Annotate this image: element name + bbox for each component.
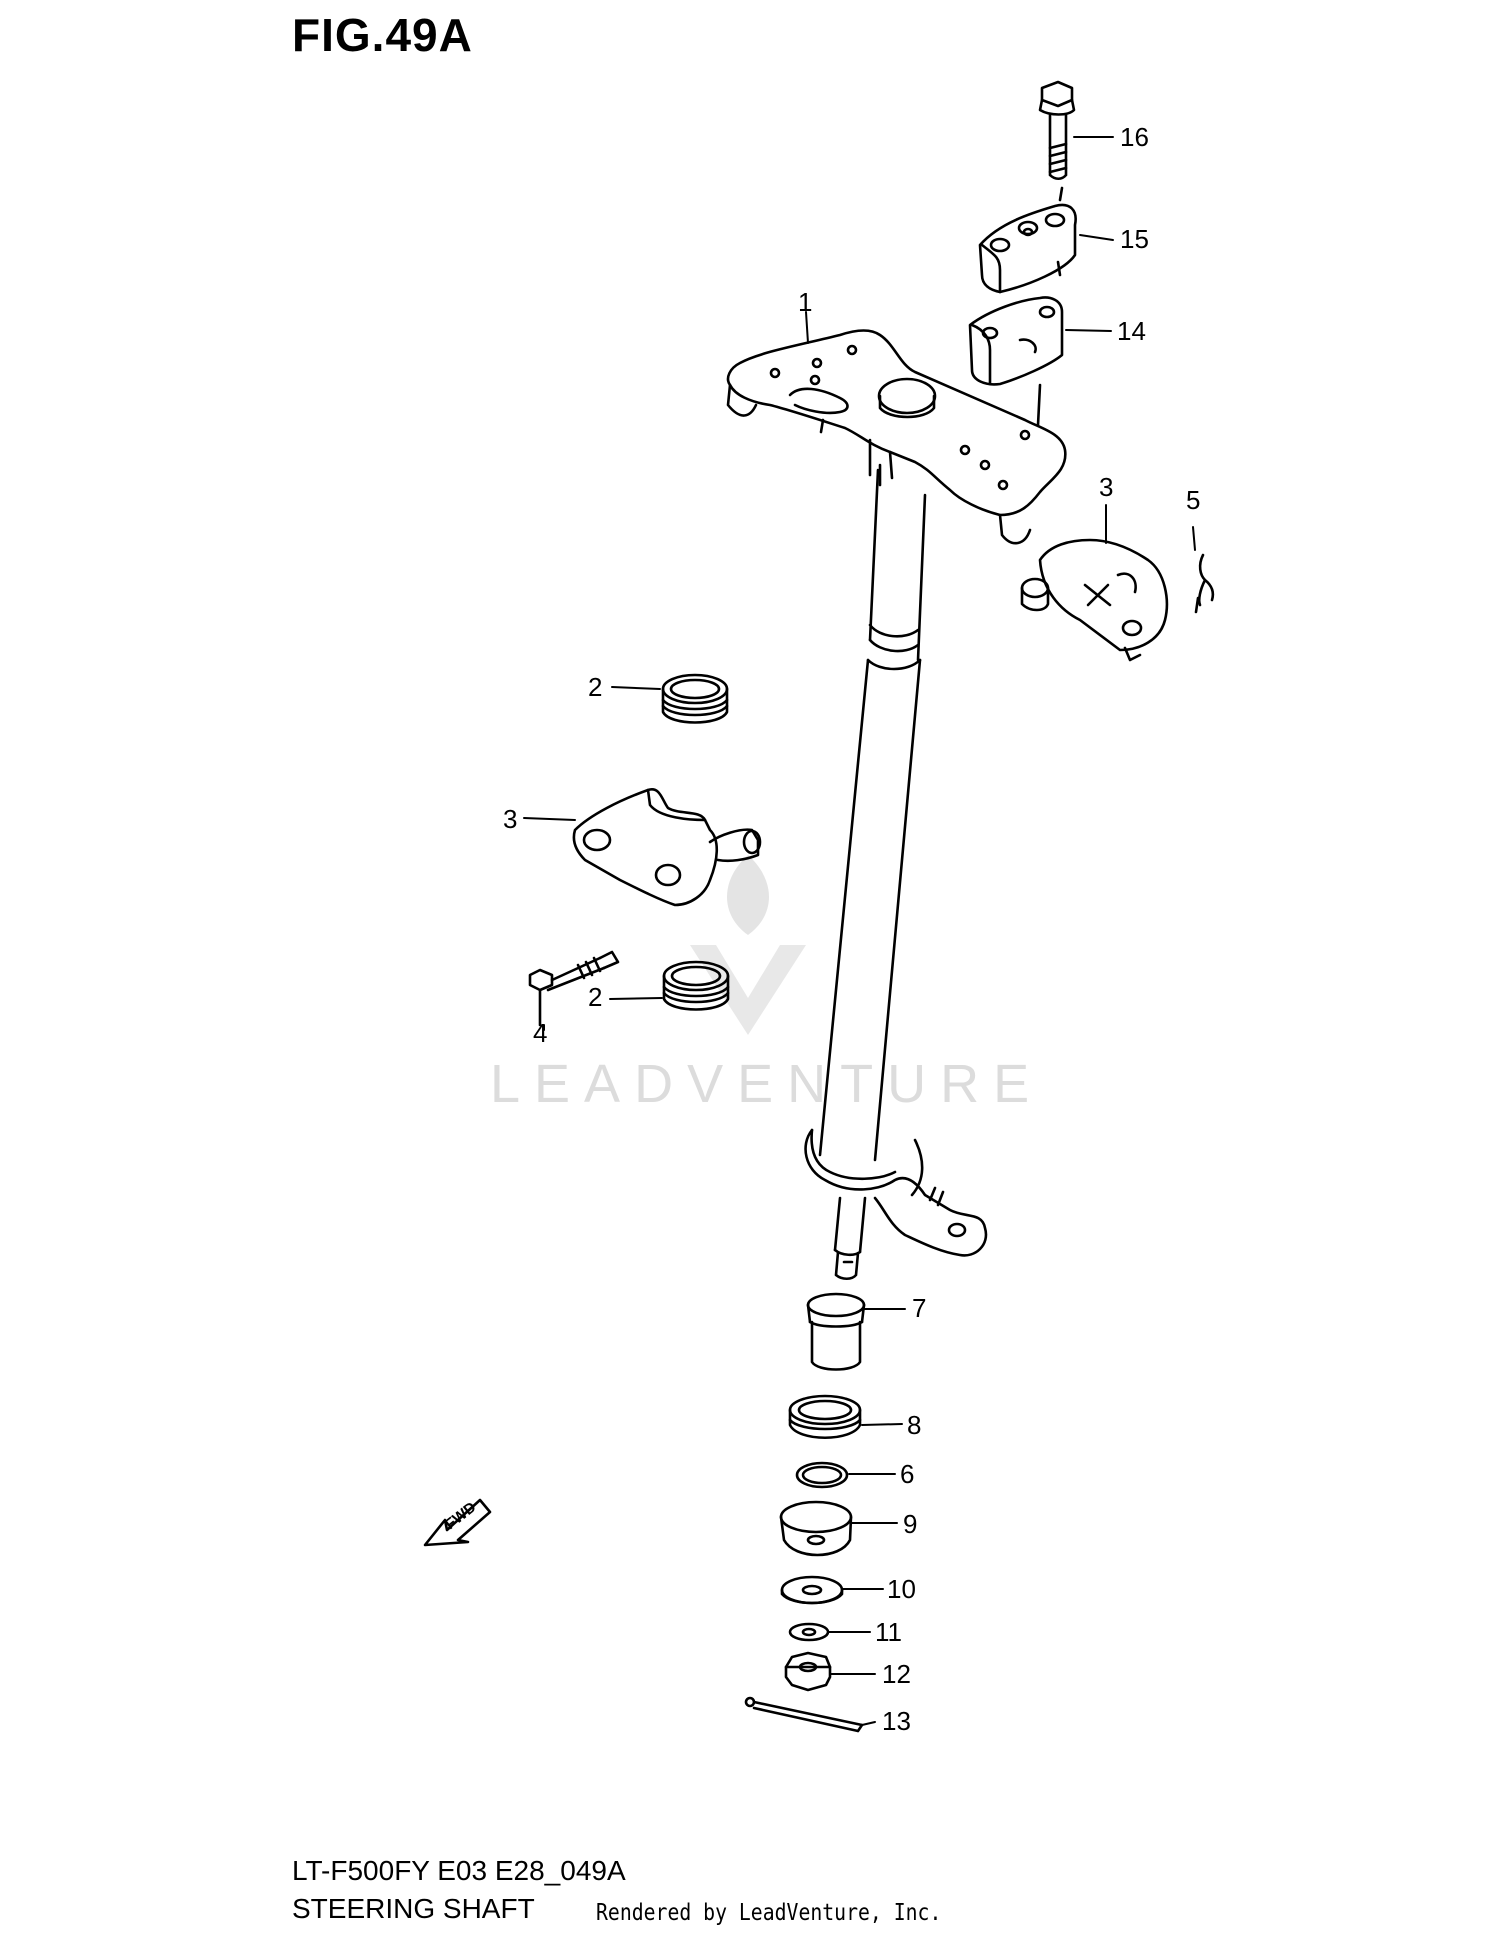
callout-8: 8 [907,1410,921,1440]
callout-labels: 16 15 14 1 3 5 2 3 4 2 7 8 6 9 10 11 12 … [503,122,1200,1736]
callout-6: 6 [900,1459,914,1489]
clamp-part-3-left [572,788,762,907]
model-code: LT-F500FY E03 E28_049A [292,1855,626,1886]
callout-9: 9 [903,1509,917,1539]
nut-part-12 [784,1651,832,1692]
washer-part-10 [780,1575,844,1605]
callout-3-left: 3 [503,804,517,834]
callout-1: 1 [798,287,812,317]
figure-title: FIG.49A [292,9,473,61]
watermark-text: LEADVENTURE [490,1054,1043,1114]
oil-seal-part-8 [788,1394,862,1440]
fwd-arrow-label: FWD [442,1499,480,1534]
callout-14: 14 [1117,316,1146,346]
render-credit: Rendered by LeadVenture, Inc. [596,1900,942,1926]
callout-4: 4 [533,1018,547,1048]
lower-holder-part-14 [968,296,1064,427]
callout-12: 12 [882,1659,911,1689]
diagram-name: STEERING SHAFT [292,1893,535,1924]
callout-2-lower: 2 [588,982,602,1012]
cotter-pin-part-13 [744,1696,864,1733]
callout-7: 7 [912,1293,926,1323]
bolt-part-16 [1038,80,1076,202]
cotter-pin-part-5 [1194,553,1215,614]
callout-15: 15 [1120,224,1149,254]
bolt-part-4 [528,950,620,1027]
leadventure-watermark: LEADVENTURE [490,855,1043,1114]
o-ring-part-6 [795,1461,849,1489]
fwd-arrow-icon: FWD [423,1499,492,1547]
bushing-part-7 [806,1292,866,1371]
callout-11: 11 [875,1617,902,1647]
washer-part-11 [788,1622,830,1642]
callout-2-upper: 2 [588,672,602,702]
bush-ring-part-2-lower [662,960,730,1011]
callout-10: 10 [887,1574,916,1604]
callout-16: 16 [1120,122,1149,152]
callout-3-upper: 3 [1099,472,1113,502]
callout-13: 13 [882,1706,911,1736]
upper-holder-part-15 [978,203,1077,294]
bearing-cup-part-9 [779,1500,853,1557]
leader-lines [523,136,1196,1726]
flame-logo-icon [727,855,769,935]
clamp-part-3-upper [1020,538,1169,662]
steering-shaft-part-1 [726,329,1067,1281]
callout-5: 5 [1186,485,1200,515]
bush-ring-part-2-upper [661,673,729,724]
